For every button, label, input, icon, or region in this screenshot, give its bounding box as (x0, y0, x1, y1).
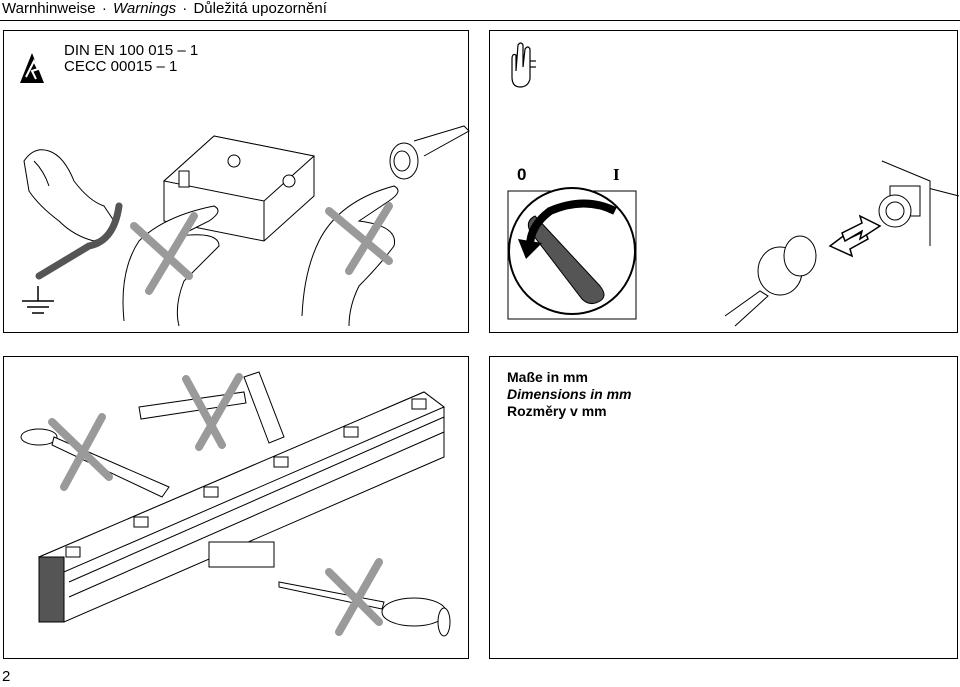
dimensions-panel: Maße in mm Dimensions in mm Rozměry v mm (489, 356, 958, 659)
dimensions-cs: Rozměry v mm (507, 403, 607, 419)
title-separator: · (182, 0, 188, 17)
power-off-illustration (507, 42, 960, 327)
hammer (138, 371, 285, 444)
dimensions-note: Maße in mm Dimensions in mm Rozměry v mm (507, 369, 631, 420)
wrist-hand (23, 149, 115, 242)
wall-socket (878, 160, 960, 246)
page-header: Warnhinweise · Warnings · Důležitá upozo… (2, 0, 327, 17)
attention-hand-icon (511, 42, 536, 88)
prohibited-cross (325, 558, 383, 636)
prohibited-cross (130, 212, 198, 295)
encoder-mounting-blocks (65, 398, 427, 558)
esd-warning-panel: DIN EN 100 015 – 1 CECC 00015 – 1 (3, 30, 470, 333)
title-cs: Důležitá upozornění (193, 0, 327, 17)
title-de: Warnhinweise (2, 0, 96, 17)
ground-cable (35, 202, 123, 280)
cable-connector (724, 235, 817, 327)
esd-standards: DIN EN 100 015 – 1 CECC 00015 – 1 (64, 43, 198, 75)
prohibited-cross (182, 373, 243, 451)
standard-din: DIN EN 100 015 – 1 (64, 42, 199, 59)
connector (389, 125, 470, 180)
standard-cecc: CECC 00015 – 1 (64, 58, 178, 75)
rotation-arrow (526, 199, 617, 247)
esd-illustration (20, 53, 470, 327)
prohibited-cross (48, 413, 113, 491)
dimensions-de: Maße in mm (507, 369, 588, 385)
connect-arrows (828, 214, 882, 258)
page-number: 2 (2, 668, 11, 685)
knob-handle (527, 215, 605, 305)
switch-position-off: 0 (517, 165, 527, 184)
ground-icon (22, 286, 54, 314)
handling-panel (3, 356, 469, 659)
hand-right (301, 185, 399, 327)
power-off-panel: 0 I (489, 30, 960, 333)
header-rule (0, 20, 960, 21)
prohibited-cross (325, 202, 393, 275)
title-en: Warnings (113, 0, 177, 17)
esd-warning-icon (20, 53, 44, 83)
title-separator: · (101, 0, 107, 17)
linear-encoder-illustration (20, 371, 451, 637)
switch-position-on: I (613, 165, 620, 184)
dimensions-en: Dimensions in mm (507, 386, 632, 402)
